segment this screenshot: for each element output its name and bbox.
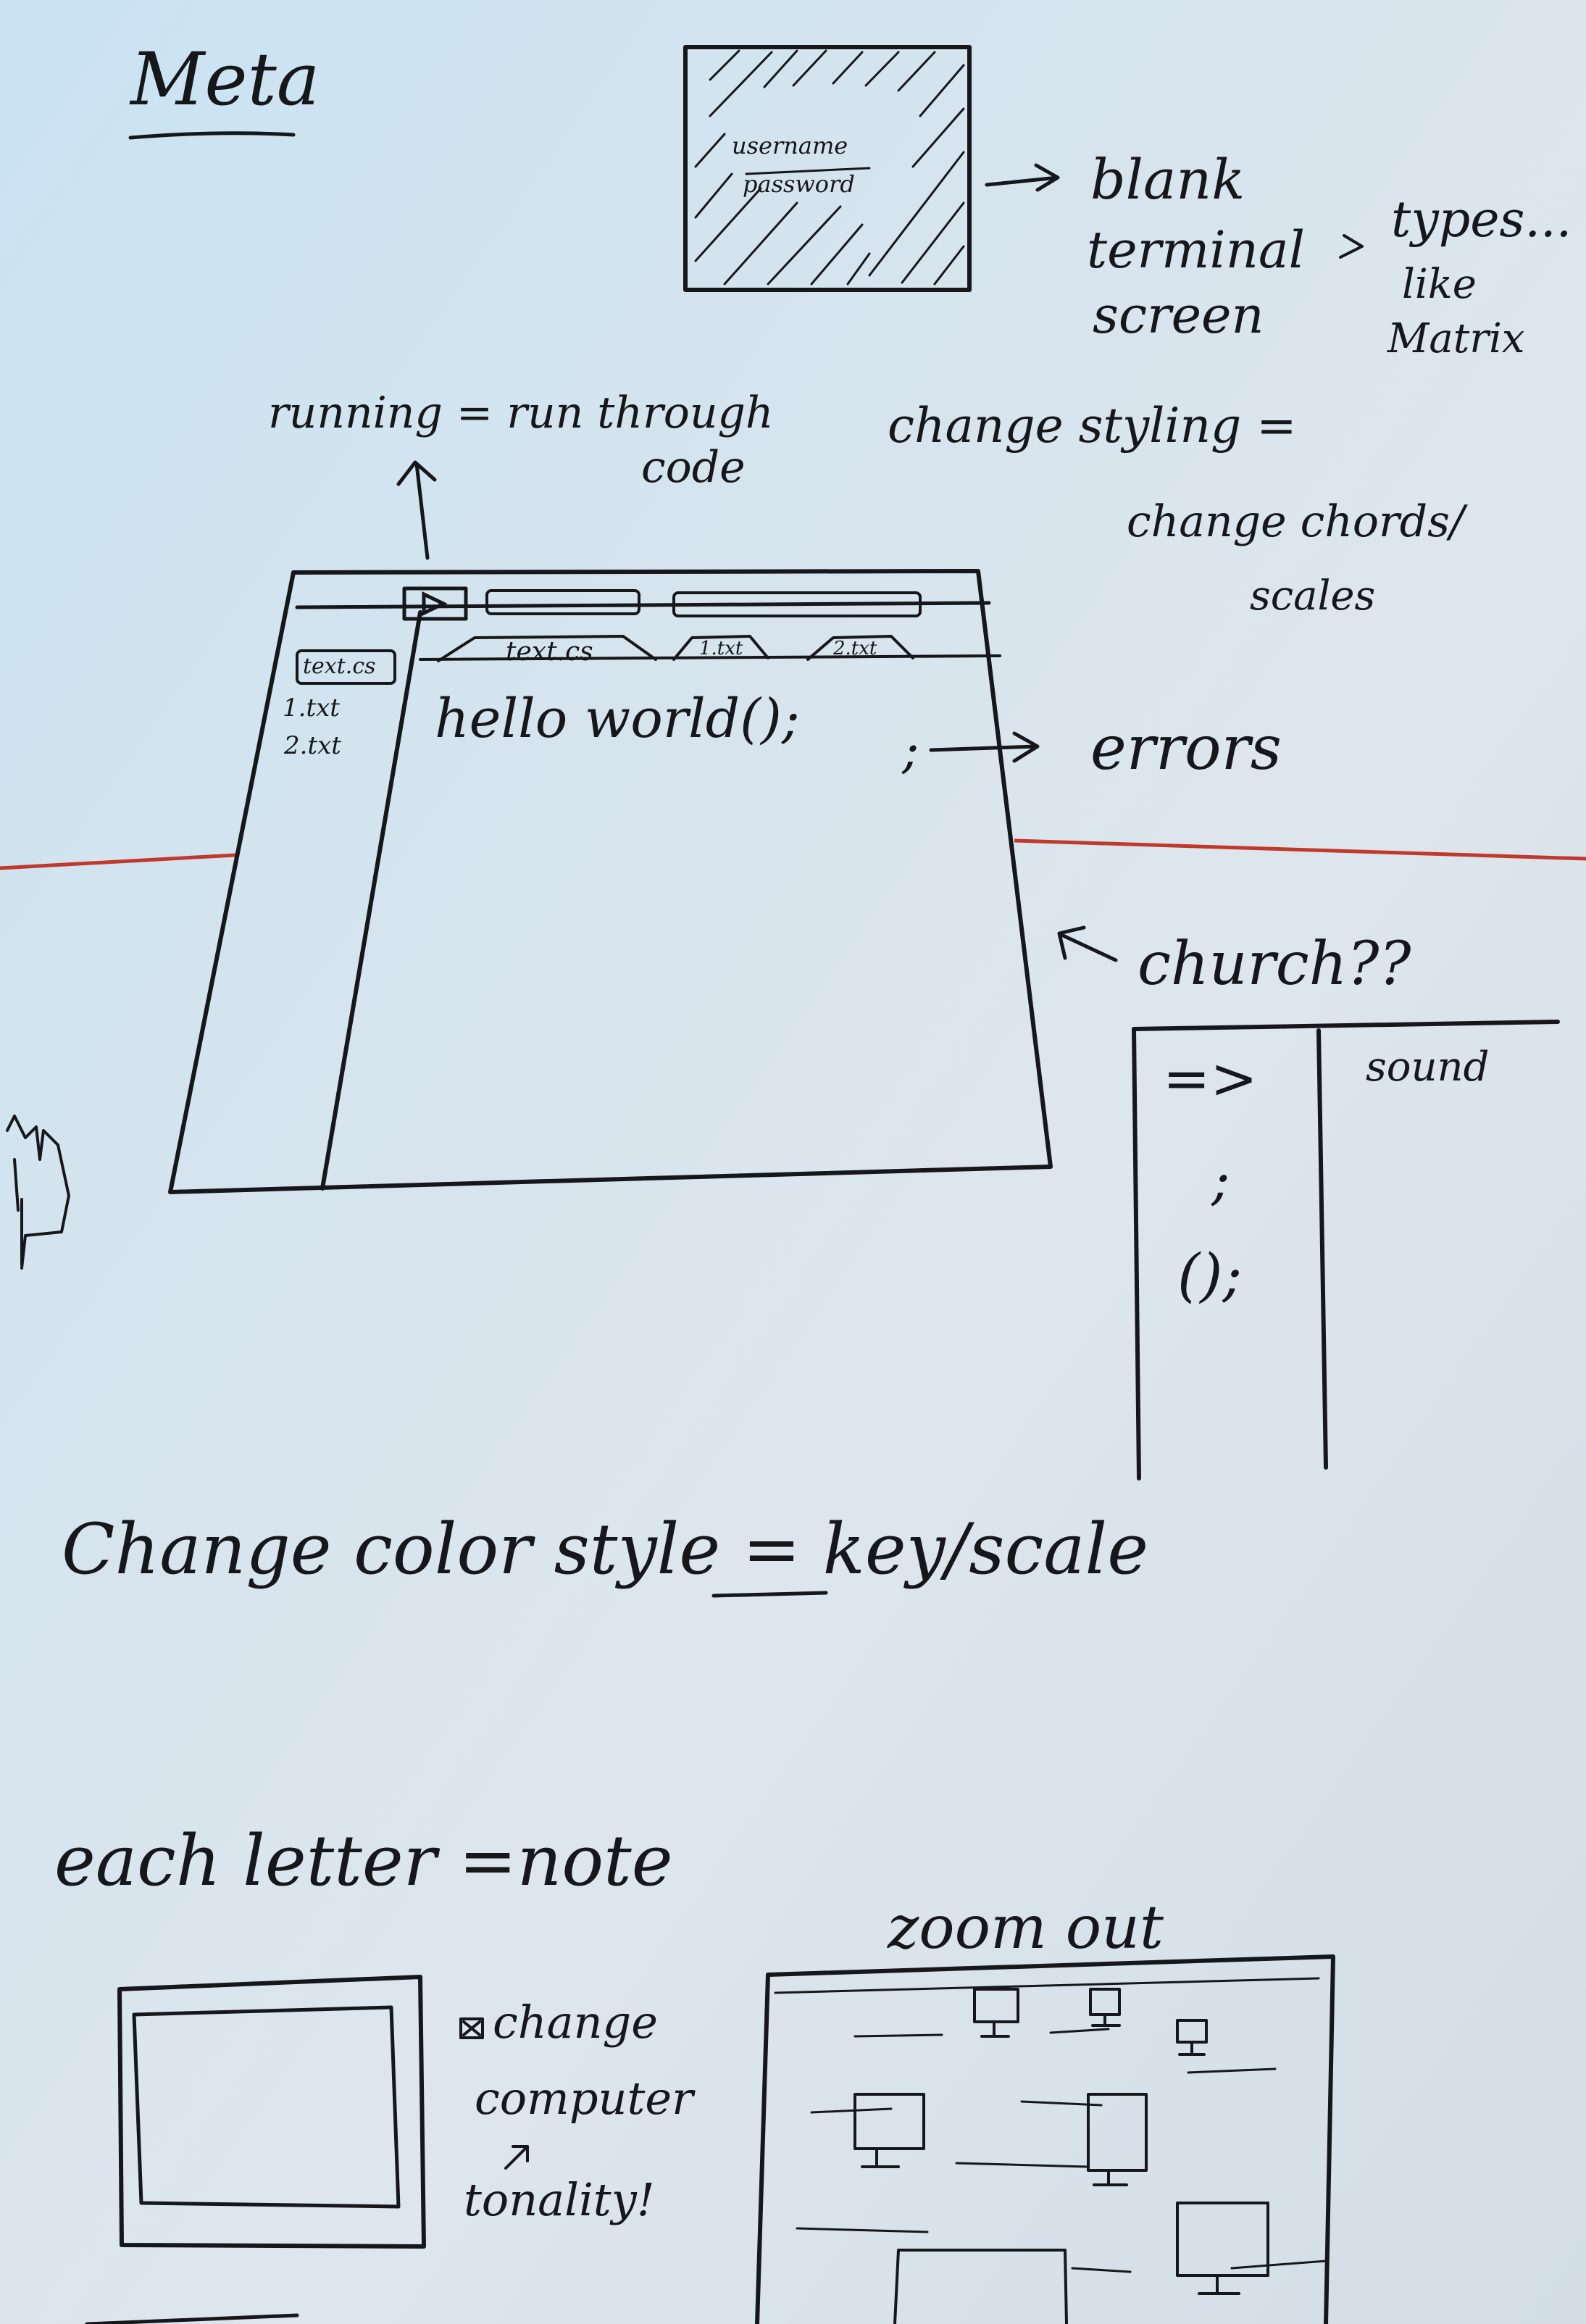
login-screen-sketch xyxy=(683,45,972,292)
password-label: password xyxy=(743,170,855,198)
symbol-semicolon: ; xyxy=(1211,1147,1230,1212)
like-label: like xyxy=(1402,261,1477,308)
tab-1-txt: 1.txt xyxy=(699,638,743,659)
sound-header: sound xyxy=(1366,1044,1490,1091)
zoom-out-note: zoom out xyxy=(888,1894,1164,1962)
each-letter-note: each letter =note xyxy=(54,1820,673,1902)
semicolon-mark: ; xyxy=(902,720,919,780)
color-key-text: key xyxy=(822,1509,946,1590)
file-item-2-txt: 2.txt xyxy=(284,731,341,760)
running-note-2: code xyxy=(641,442,746,493)
file-item-text-cs: text.cs xyxy=(303,654,376,679)
blank-terminal-label-2: terminal xyxy=(1087,220,1305,280)
color-style-note: Change color style = key/scale xyxy=(62,1515,1148,1584)
styling-note-3: scales xyxy=(1250,572,1376,620)
tab-2-txt: 2.txt xyxy=(833,638,877,659)
blank-terminal-label-3: screen xyxy=(1093,286,1264,345)
running-note: running = run through xyxy=(268,388,774,438)
username-label: username xyxy=(732,132,848,159)
styling-note: change styling = xyxy=(888,398,1297,454)
computer-icon xyxy=(853,1988,1269,2324)
zoom-out-room-sketch xyxy=(755,1954,1335,2324)
sound-table-sketch xyxy=(1132,1020,1560,1480)
file-item-1-txt: 1.txt xyxy=(283,694,340,722)
page-title: Meta xyxy=(130,37,320,122)
errors-note: errors xyxy=(1090,712,1282,783)
blank-terminal-label-1: blank xyxy=(1090,147,1245,212)
church-note: church?? xyxy=(1138,930,1411,999)
monitor-sketch xyxy=(117,1975,426,2249)
symbol-call: (); xyxy=(1177,1241,1243,1309)
styling-note-2: change chords/ xyxy=(1127,496,1465,547)
editor-window-sketch xyxy=(168,569,1053,1194)
types-label: types... xyxy=(1391,191,1572,249)
code-line: hello world(); xyxy=(435,688,800,750)
change-computer-note-2: computer xyxy=(475,2072,693,2125)
matrix-label: Matrix xyxy=(1387,315,1525,362)
color-style-text: Change color style = xyxy=(62,1509,823,1590)
symbol-arrow: => xyxy=(1163,1046,1258,1112)
change-computer-note-3: tonality! xyxy=(464,2173,655,2226)
change-computer-note-1: change xyxy=(493,1996,658,2049)
tab-text-cs: text.cs xyxy=(506,637,593,667)
color-scale-text: /scale xyxy=(945,1509,1148,1590)
